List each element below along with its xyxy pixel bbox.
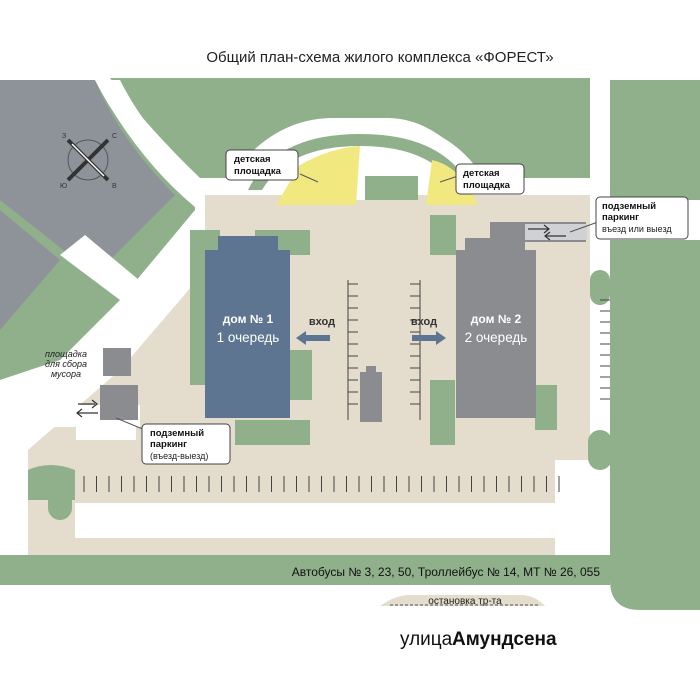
- neighbor-lot-south: [0, 210, 60, 330]
- diagonal-path: [60, 235, 175, 330]
- east-lawn: [610, 80, 700, 620]
- playground-west-callout-line: [299, 173, 319, 183]
- south-lawn: [0, 555, 610, 585]
- left-parking-arrow-out-icon: [76, 408, 98, 418]
- left-parking-line1: подземный: [150, 428, 204, 439]
- playground-west-line2: площадка: [234, 166, 282, 177]
- entrance-b1-label: вход: [309, 316, 335, 328]
- left-parking-line3: (въезд-выезд): [150, 451, 208, 461]
- transport-routes: Автобусы № 3, 23, 50, Троллейбус № 14, М…: [292, 565, 601, 579]
- building-2-wing: [465, 238, 525, 256]
- right-parking-line2: паркинг: [602, 212, 639, 223]
- garbage-label-1: площадка: [45, 349, 87, 359]
- left-parking-line2: паркинг: [150, 439, 187, 450]
- bus-stop-label: остановка тр-та: [428, 596, 502, 607]
- compass-w: З: [62, 133, 66, 140]
- south-parking-stalls: [83, 476, 560, 492]
- building-2-phase: 2 очередь: [465, 330, 528, 345]
- arc-walk: [355, 146, 365, 200]
- building-1-wing: [218, 236, 278, 256]
- central-parking-stalls: [348, 283, 420, 405]
- playground-west: [276, 146, 360, 205]
- entrance-b2-label: вход: [411, 316, 437, 328]
- entrance-arrow-b1-icon: [296, 331, 330, 345]
- neighbor-lot-north: [0, 80, 175, 275]
- diagonal-road: [95, 80, 210, 215]
- lawn-east-island: [590, 270, 610, 305]
- playground-east-line2: площадка: [463, 180, 511, 191]
- garbage-label-2: для сбора: [45, 359, 87, 369]
- east-parking-stalls: [600, 299, 610, 400]
- building-1-name: дом № 1: [223, 312, 274, 326]
- playground-west-line1: детская: [234, 154, 271, 165]
- lawn-b2-north: [430, 215, 456, 255]
- playground-east-line1: детская: [463, 168, 500, 179]
- compass-n: С: [112, 133, 117, 140]
- inner-road: [75, 503, 608, 538]
- east-road-curve: [610, 580, 700, 620]
- left-parking-ramp: [100, 385, 138, 420]
- lawn-east-island-2: [588, 430, 612, 470]
- entrance-arrow-b2-icon: [412, 331, 446, 345]
- arc-center-lawn: [362, 176, 418, 200]
- compass-e: В: [112, 183, 117, 190]
- garbage-label-3: мусора: [51, 369, 81, 379]
- building-2-name: дом № 2: [471, 312, 522, 326]
- compass-s: Ю: [60, 183, 67, 190]
- lawn-b2-east: [535, 385, 557, 430]
- lawn-b1-south: [235, 420, 310, 445]
- lawn-sw-oval: [48, 480, 72, 520]
- lawn-b2-west: [430, 380, 455, 445]
- map-title: Общий план-схема жилого комплекса «ФОРЕС…: [206, 49, 553, 66]
- street-prefix: улица: [400, 629, 453, 650]
- central-parking-marks: [347, 280, 421, 420]
- bus-stop-pocket: [380, 595, 545, 606]
- playground-east-callout-line: [439, 175, 459, 183]
- lawn-b1-east: [290, 350, 312, 400]
- compass-rose-icon: З С Ю В: [60, 133, 117, 190]
- right-parking-line1: подземный: [602, 201, 656, 212]
- left-parking-callout: подземный паркинг (въезд-выезд): [141, 423, 231, 465]
- street-name: Амундсена: [452, 629, 557, 650]
- right-parking-arrow-in-icon: [528, 224, 550, 234]
- right-parking-arrow-out-icon: [544, 231, 566, 241]
- right-parking-callout: подземный паркинг въезд или выезд: [595, 196, 689, 240]
- building-1: [205, 250, 290, 418]
- right-parking-callout-line: [569, 221, 599, 233]
- left-parking-arrow-in-icon: [78, 399, 98, 409]
- right-parking-line3: въезд или выезд: [602, 224, 672, 234]
- central-kiosk: [360, 372, 382, 422]
- garbage-area: [103, 348, 131, 376]
- building-1-phase: 1 очередь: [217, 330, 280, 345]
- playground-west-callout: детская площадка: [225, 149, 299, 181]
- building-2: [456, 250, 536, 418]
- playground-east-callout: детская площадка: [455, 163, 525, 195]
